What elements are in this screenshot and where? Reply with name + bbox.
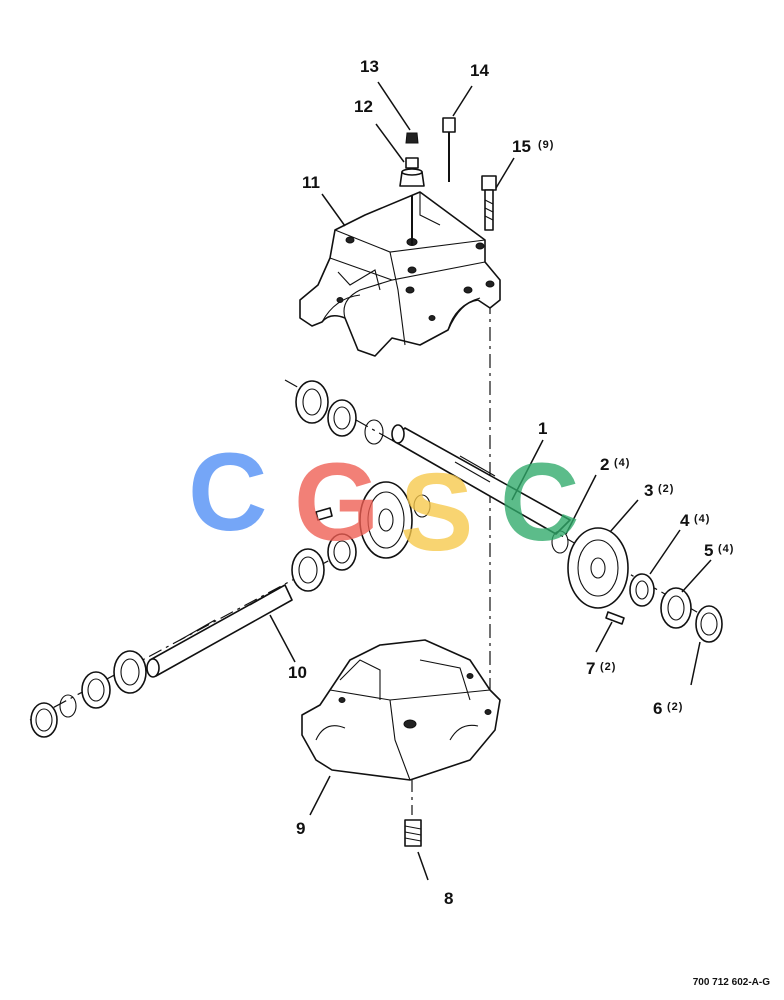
leader-lines (269, 81, 712, 881)
right-gear-stack (551, 527, 723, 643)
watermark-letter-3: S (400, 451, 473, 574)
lower-left-bearing-parts (30, 650, 147, 738)
callout-10: 10 (288, 663, 307, 682)
cap-screw (481, 175, 497, 231)
breather-assembly (399, 132, 425, 245)
drain-plug (404, 819, 422, 847)
lower-housing (301, 639, 501, 781)
callout-13: 13 (360, 57, 379, 76)
callout-8: 8 (444, 889, 453, 908)
document-number: 700 712 602-A-G (692, 977, 770, 988)
callout-7: 7 (586, 659, 595, 678)
callout-12: 12 (354, 97, 373, 116)
callout-6: 6 (653, 699, 662, 718)
watermark: C G S C (188, 431, 579, 574)
input-shaft (146, 533, 357, 678)
callout-3: 3 (644, 481, 653, 500)
callout-5-qty: (4) (718, 543, 734, 555)
callout-3-qty: (2) (658, 483, 674, 495)
callout-15-qty: (9) (538, 139, 554, 151)
watermark-letter-1: C (188, 431, 267, 554)
top-cover-housing (299, 191, 501, 357)
callout-6-qty: (2) (667, 701, 683, 713)
callout-9: 9 (296, 819, 305, 838)
callout-1: 1 (538, 419, 547, 438)
callout-11: 11 (302, 173, 320, 192)
callout-5: 5 (704, 541, 713, 560)
callout-14: 14 (470, 61, 489, 80)
dipstick (442, 117, 456, 182)
callout-labels: 1 2 (4) 3 (2) 4 (4) 5 (4) 6 (2) 7 (2) 8 … (288, 57, 734, 908)
callout-15: 15 (512, 137, 531, 156)
watermark-letter-2: G (294, 441, 380, 564)
callout-4-qty: (4) (694, 513, 710, 525)
callout-4: 4 (680, 511, 690, 530)
upper-shaft-parts (295, 380, 571, 559)
callout-2: 2 (600, 455, 609, 474)
callout-2-qty: (4) (614, 457, 630, 469)
callout-7-qty: (2) (600, 661, 616, 673)
watermark-letter-4: C (500, 441, 579, 564)
